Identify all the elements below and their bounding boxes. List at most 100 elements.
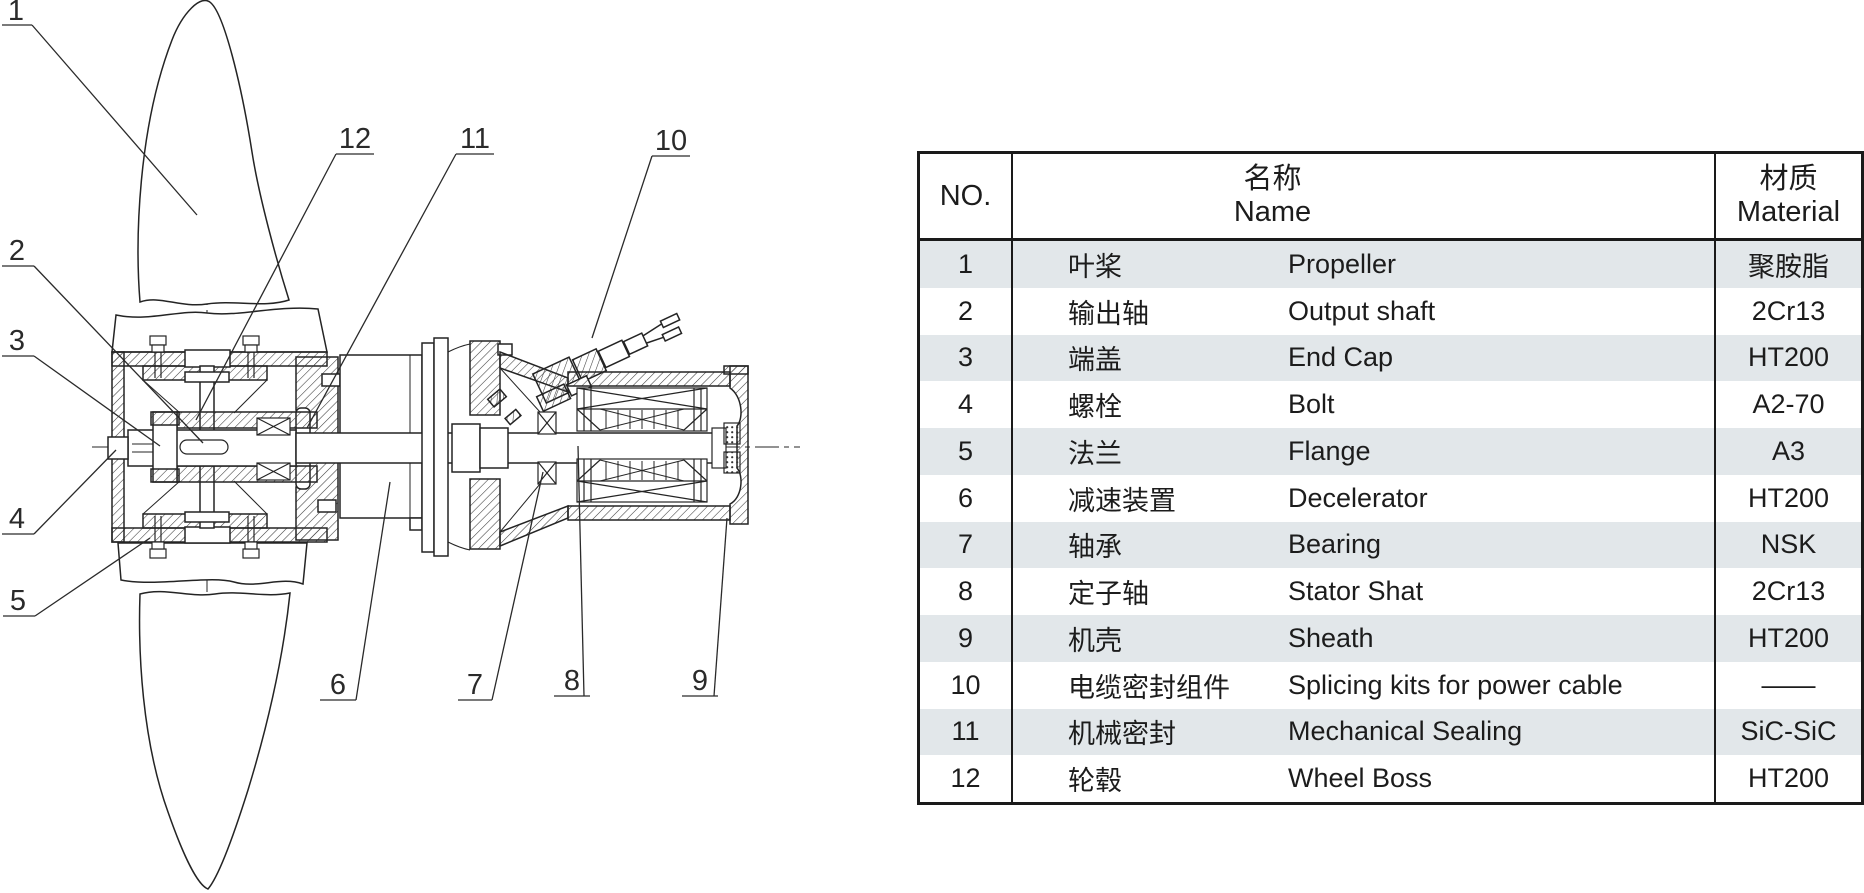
header-no: NO. <box>920 154 1013 238</box>
cell-no: 1 <box>920 241 1013 288</box>
propeller-blade-lower <box>117 542 308 890</box>
part-name-zh: 法兰 <box>1068 438 1122 469</box>
propeller-blade-upper <box>111 0 328 353</box>
cell-no: 4 <box>920 381 1013 428</box>
cell-no: 2 <box>920 287 1013 335</box>
cell-material: HT200 <box>1747 482 1830 513</box>
cell-name: 减速装置 Decelerator <box>1013 474 1716 522</box>
part-name-en: Decelerator <box>1288 482 1428 513</box>
part-name-zh: 轮毂 <box>1068 766 1122 797</box>
table-row: 11 机械密封 Mechanical Sealing SiC-SiC <box>920 708 1861 756</box>
svg-text:8: 8 <box>564 665 580 697</box>
part-name-en: Propeller <box>1288 248 1397 279</box>
header-name: 名称 Name <box>1013 154 1716 238</box>
part-name-en: End Cap <box>1288 342 1394 373</box>
part-name-en: Flange <box>1288 435 1371 466</box>
part-name-en: Mechanical Sealing <box>1288 716 1523 747</box>
callout-12: 12 <box>195 123 374 421</box>
part-name-zh: 叶桨 <box>1068 251 1122 282</box>
drawing-linework: 1 2 3 4 5 <box>2 0 800 890</box>
cell-no: 6 <box>920 474 1013 522</box>
cell-name: 机械密封 Mechanical Sealing <box>1013 708 1716 756</box>
svg-text:11: 11 <box>460 123 490 155</box>
cell-no: 11 <box>920 708 1013 756</box>
part-name-zh: 定子轴 <box>1068 579 1149 610</box>
cell-no: 9 <box>920 615 1013 662</box>
part-name-zh: 减速装置 <box>1068 485 1176 516</box>
svg-text:6: 6 <box>330 669 346 701</box>
callout-2: 2 <box>2 235 204 444</box>
table-row: 8 定子轴 Stator Shat 2Cr13 <box>920 568 1861 615</box>
callouts: 1 2 3 4 5 <box>2 0 728 701</box>
callout-10: 10 <box>591 125 690 339</box>
cell-no: 12 <box>920 755 1013 802</box>
cell-material: HT200 <box>1747 622 1830 653</box>
part-name-en: Bearing <box>1288 529 1382 560</box>
header-name-zh: 名称 <box>1243 163 1302 195</box>
part-name-zh: 螺栓 <box>1068 392 1122 423</box>
header-material: 材质 Material <box>1716 154 1861 238</box>
parts-table: NO. 名称 Name 材质 Material 1 叶桨 Propeller 聚胺… <box>917 151 1864 805</box>
callout-6: 6 <box>320 481 391 701</box>
cell-material: 2Cr13 <box>1751 295 1826 326</box>
cell-no: 10 <box>920 661 1013 709</box>
motor-sheath <box>567 365 749 525</box>
stator-shaft <box>295 423 717 473</box>
cell-no: 7 <box>920 521 1013 569</box>
part-name-en: Output shaft <box>1288 295 1436 326</box>
part-name-zh: 输出轴 <box>1068 298 1149 329</box>
cell-no: 3 <box>920 334 1013 382</box>
hub-bolts <box>149 335 260 559</box>
part-name-en: Wheel Boss <box>1288 763 1433 794</box>
svg-text:12: 12 <box>339 123 371 155</box>
cell-name: 螺栓 Bolt <box>1013 381 1716 428</box>
stator-windings <box>576 387 708 503</box>
cell-material: —— <box>1761 669 1816 700</box>
cell-material: A3 <box>1771 435 1806 466</box>
cell-name: 法兰 Flange <box>1013 428 1716 475</box>
motor-bell <box>486 350 569 548</box>
header-name-en: Name <box>1233 196 1312 228</box>
gearbox-internals <box>107 365 318 529</box>
part-name-en: Bolt <box>1288 389 1335 420</box>
cell-material: 2Cr13 <box>1751 576 1826 607</box>
header-material-en: Material <box>1736 196 1841 228</box>
callout-11: 11 <box>306 123 494 429</box>
cell-material: SiC-SiC <box>1740 716 1837 747</box>
svg-text:9: 9 <box>692 665 708 697</box>
cell-material: 聚胺脂 <box>1748 251 1829 282</box>
svg-text:5: 5 <box>10 585 26 617</box>
svg-text:1: 1 <box>8 0 24 27</box>
part-name-en: Splicing kits for power cable <box>1288 669 1623 700</box>
callout-3: 3 <box>2 325 161 447</box>
svg-text:7: 7 <box>467 669 483 701</box>
part-name-en: Sheath <box>1288 622 1374 653</box>
callout-4: 4 <box>2 449 117 535</box>
parts-table-header: NO. 名称 Name 材质 Material <box>920 154 1861 241</box>
part-name-zh: 机械密封 <box>1068 719 1176 750</box>
cell-material: A2-70 <box>1752 389 1825 420</box>
assembly-drawing: 1 2 3 4 5 <box>2 0 800 890</box>
cell-no: 8 <box>920 568 1013 615</box>
callout-5: 5 <box>3 537 151 617</box>
cell-name: 叶桨 Propeller <box>1013 241 1716 288</box>
table-row: 4 螺栓 Bolt A2-70 <box>920 381 1861 428</box>
cell-name: 定子轴 Stator Shat <box>1013 568 1716 615</box>
header-material-zh: 材质 <box>1759 163 1818 195</box>
callout-8: 8 <box>554 445 590 697</box>
part-name-en: Stator Shat <box>1288 576 1424 607</box>
callout-9: 9 <box>682 517 728 697</box>
svg-text:4: 4 <box>9 503 25 535</box>
rear-bearing <box>711 422 741 474</box>
cell-material: NSK <box>1760 529 1817 560</box>
